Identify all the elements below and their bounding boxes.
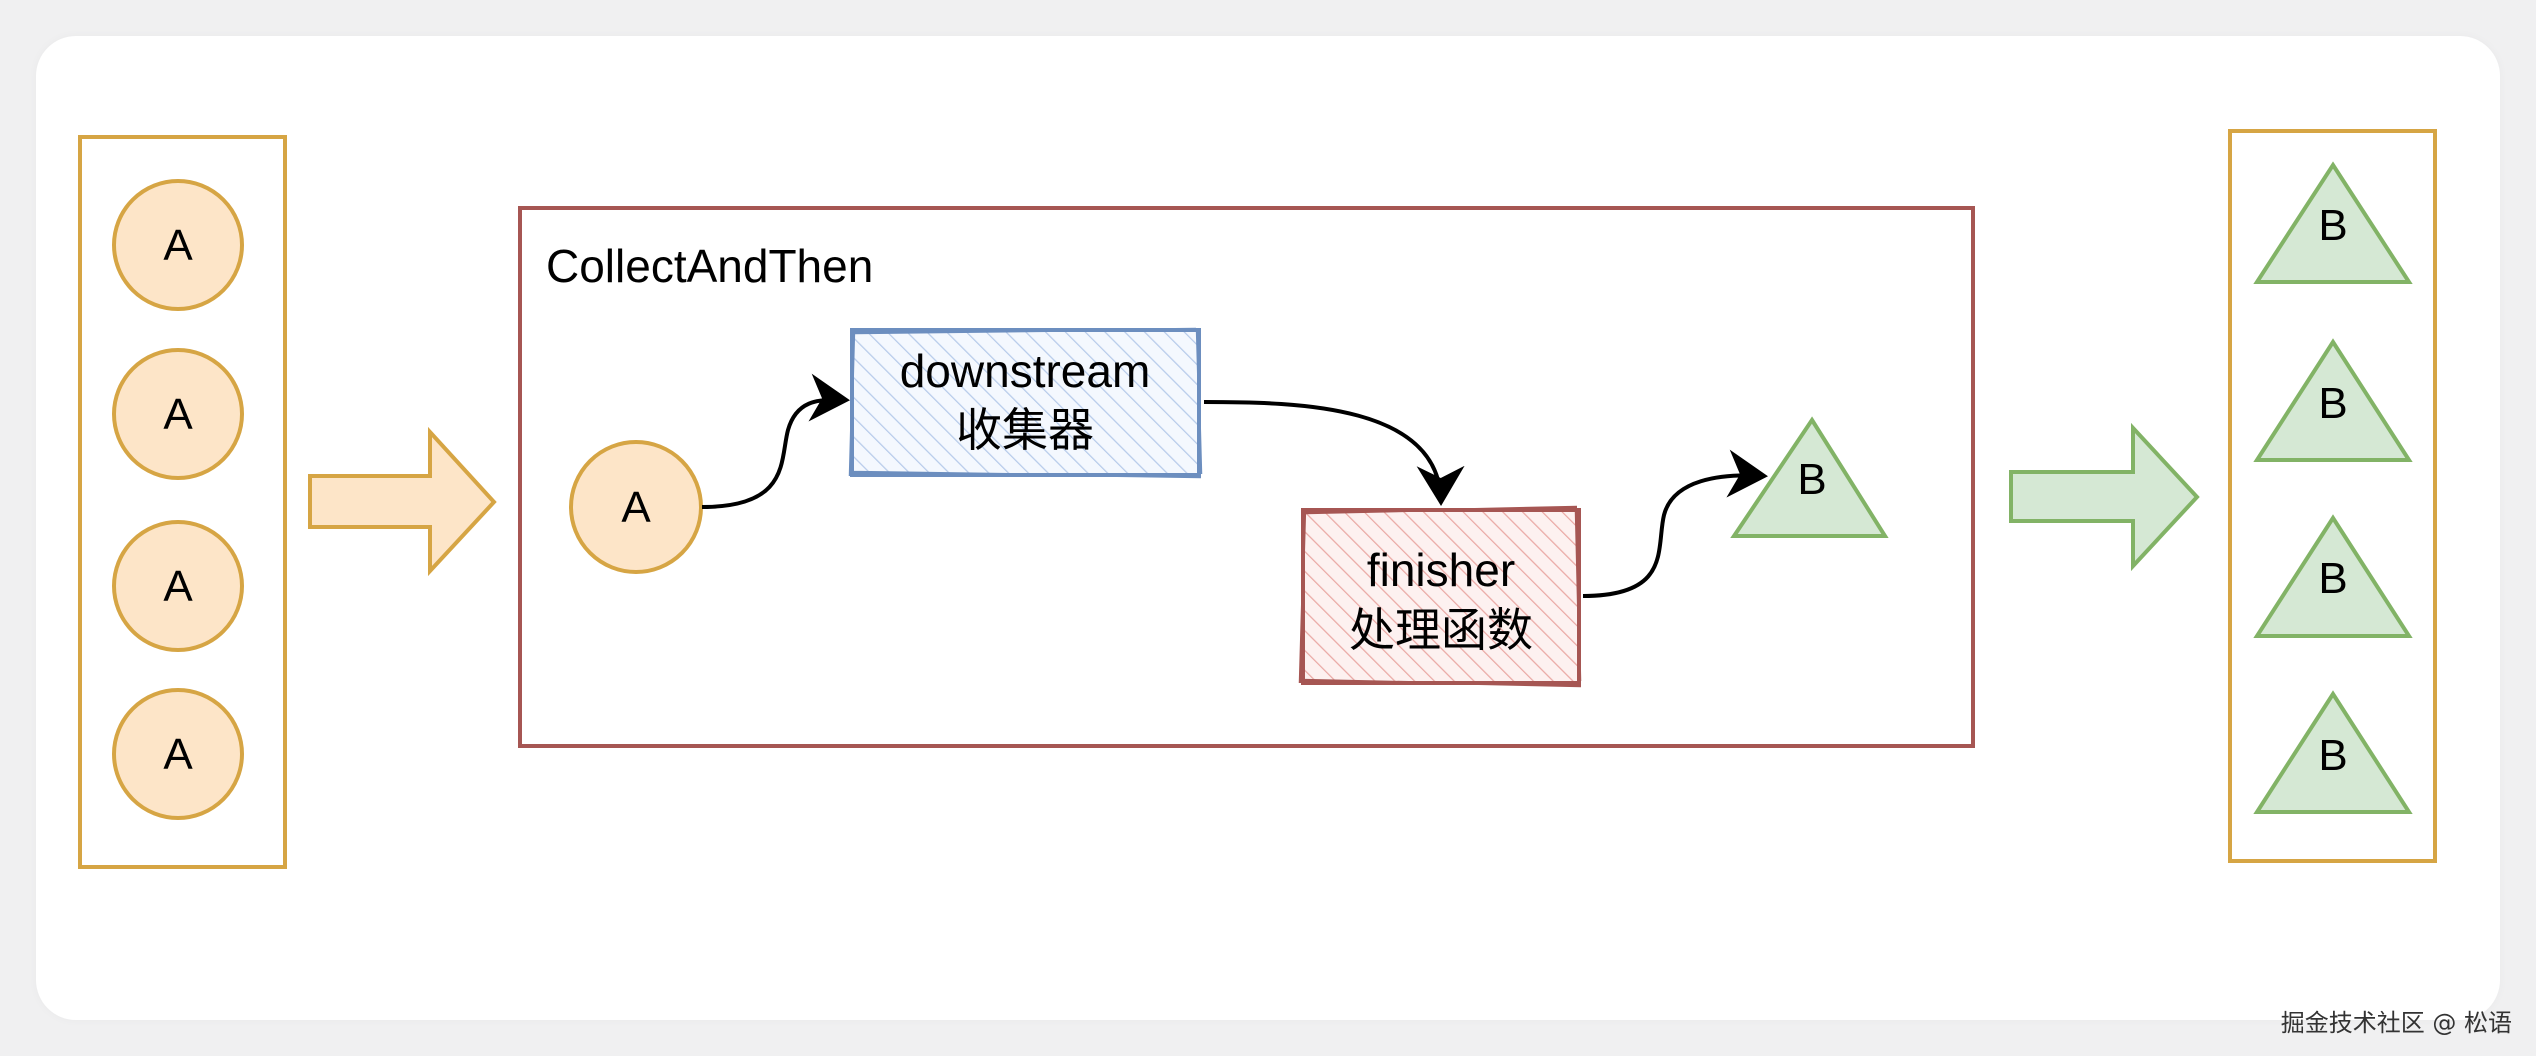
inner-output-node: B bbox=[1730, 416, 1889, 538]
connector-downstream-to-finisher bbox=[1203, 400, 1465, 506]
inner-output-triangle bbox=[1730, 416, 1889, 538]
connector-input-to-downstream bbox=[701, 373, 850, 509]
downstream-label: downstream bbox=[900, 345, 1151, 397]
finisher-label-cn: 处理函数 bbox=[1349, 603, 1533, 657]
inner-input-label: A bbox=[621, 483, 651, 532]
inner-input-node: A bbox=[569, 440, 703, 574]
finisher-label: finisher bbox=[1367, 544, 1515, 596]
input-item: A bbox=[112, 348, 244, 480]
finisher-box: finisher 处理函数 bbox=[1298, 505, 1582, 688]
watermark: 掘金技术社区 @ 松语 bbox=[2280, 1009, 2512, 1037]
inner-output-label: B bbox=[1797, 455, 1826, 504]
output-label: B bbox=[2318, 731, 2347, 780]
output-triangle bbox=[2253, 161, 2413, 284]
input-label: A bbox=[163, 221, 193, 270]
finisher-box-shape bbox=[1301, 508, 1581, 685]
output-item: B bbox=[2253, 161, 2413, 284]
output-label: B bbox=[2318, 201, 2347, 250]
connector-finisher-to-output bbox=[1582, 449, 1768, 598]
output-triangle bbox=[2253, 338, 2413, 462]
output-item: B bbox=[2253, 514, 2413, 638]
output-triangle bbox=[2253, 690, 2413, 814]
input-circle bbox=[112, 688, 244, 820]
downstream-box-sketch bbox=[848, 327, 1203, 479]
collect-and-then-title: CollectAndThen bbox=[546, 240, 873, 292]
output-label: B bbox=[2318, 554, 2347, 603]
left-input-group: A A A A bbox=[78, 135, 287, 869]
output-item: B bbox=[2253, 690, 2413, 814]
right-group-border bbox=[2228, 129, 2437, 863]
input-flow-arrow bbox=[308, 426, 497, 577]
output-flow-arrow bbox=[2009, 422, 2200, 572]
output-triangle bbox=[2253, 514, 2413, 638]
input-circle bbox=[112, 348, 244, 480]
input-label: A bbox=[163, 562, 193, 611]
downstream-collector-box: downstream 收集器 bbox=[848, 327, 1203, 479]
collect-and-then-border bbox=[518, 206, 1975, 748]
input-item: A bbox=[112, 520, 244, 652]
right-output-group: B B B B bbox=[2228, 129, 2437, 863]
output-label: B bbox=[2318, 379, 2347, 428]
collect-and-then-group: CollectAndThen A downstream 收集器 finisher… bbox=[518, 206, 1975, 748]
input-item: A bbox=[112, 179, 244, 311]
input-circle bbox=[112, 179, 244, 311]
downstream-label-cn: 收集器 bbox=[956, 403, 1094, 457]
inner-input-circle bbox=[569, 440, 703, 574]
output-item: B bbox=[2253, 338, 2413, 462]
input-label: A bbox=[163, 390, 193, 439]
left-group-border bbox=[78, 135, 287, 869]
input-circle bbox=[112, 520, 244, 652]
input-label: A bbox=[163, 730, 193, 779]
input-item: A bbox=[112, 688, 244, 820]
finisher-box-sketch bbox=[1298, 505, 1582, 688]
